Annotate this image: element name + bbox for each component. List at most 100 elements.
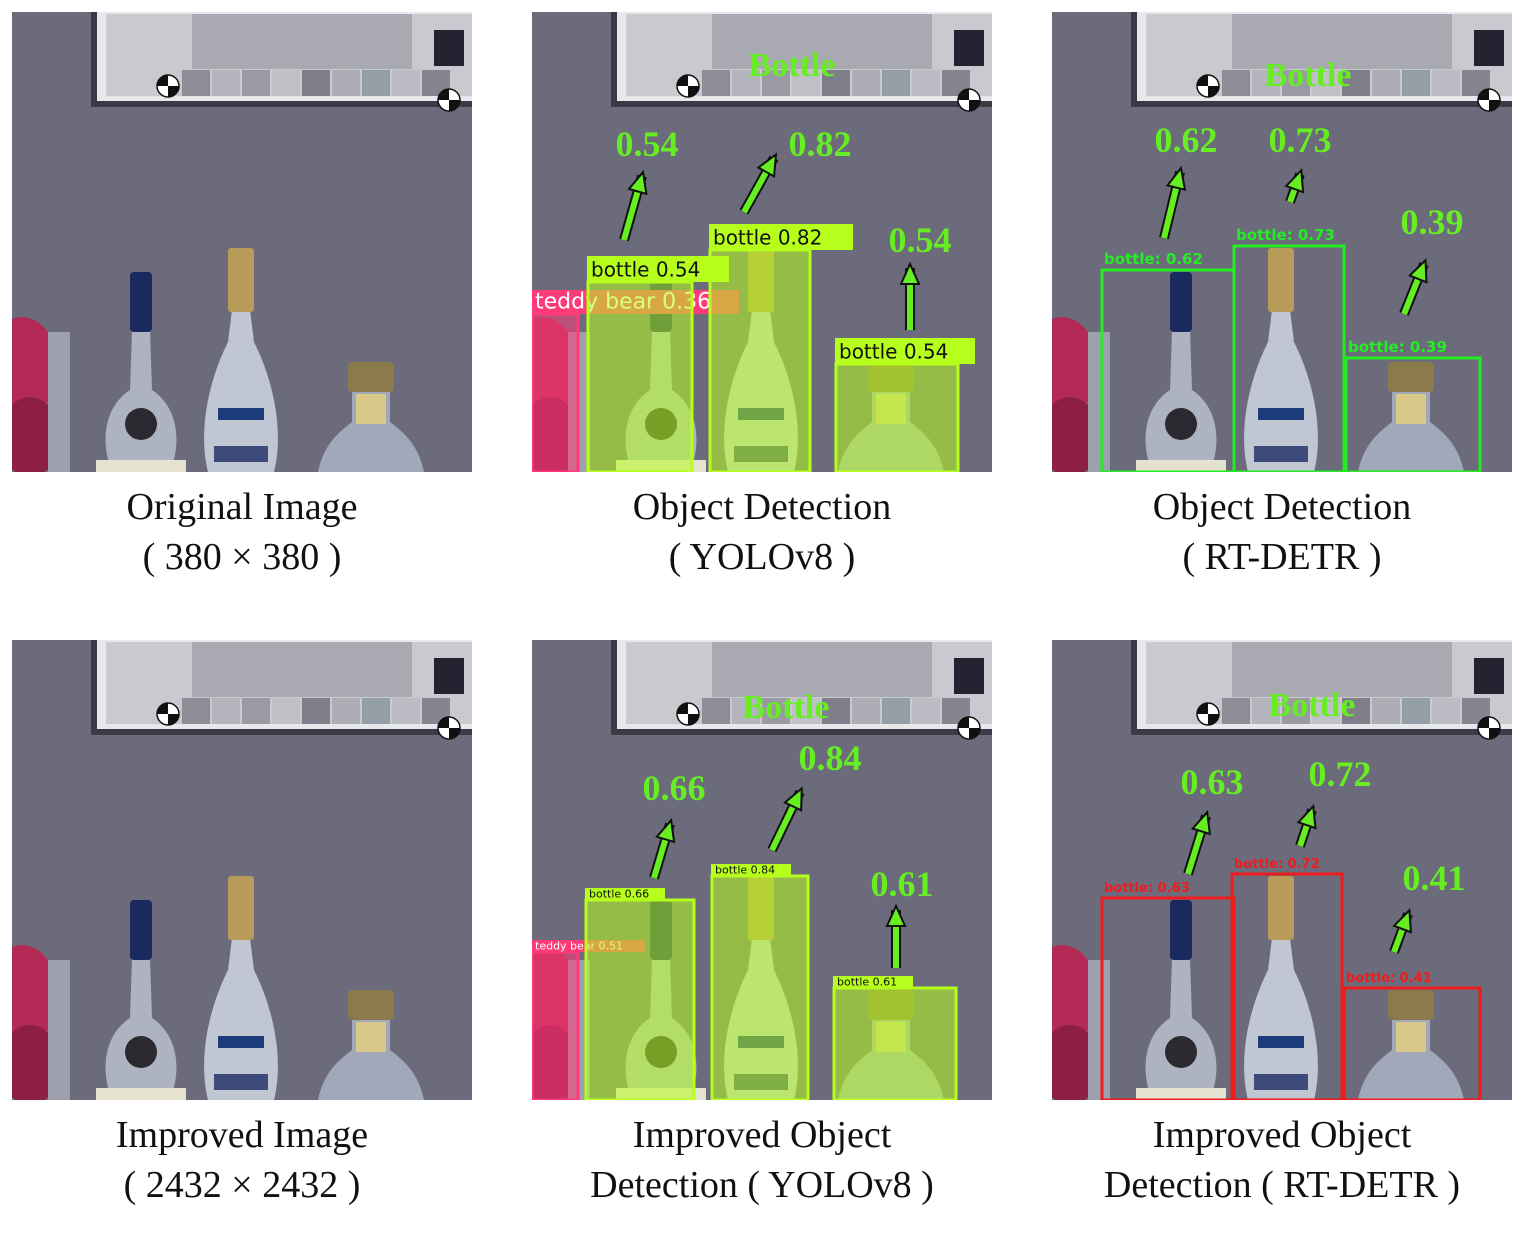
bottle-gold-cap [204,248,278,472]
flower [1052,945,1110,1100]
caption-line: Detection ( YOLOv8 ) [590,1164,934,1206]
wall-picture [1131,12,1512,112]
bottle-ornate-cap [1358,362,1464,472]
score-value: 0.61 [871,864,934,904]
score-value: 0.66 [643,768,706,808]
caption-rtdetr-detection: Object Detection ( RT-DETR ) [1042,482,1522,582]
detection-box: bottle 0.84 [710,863,810,1100]
score-arrow [767,786,805,853]
wall-picture [611,12,992,112]
caption-line: ( YOLOv8 ) [668,536,856,578]
score-arrow [649,817,676,880]
score-arrow [1159,165,1187,240]
wall-picture [611,640,992,740]
score-arrow [739,152,779,215]
detection-label: bottle: 0.41 [1346,971,1432,986]
detection-label: bottle: 0.72 [1234,857,1320,872]
detection-label: bottle 0.82 [713,225,822,249]
score-arrow [885,903,907,968]
detection-label: bottle 0.61 [837,975,897,988]
caption-line: Improved Object [1152,1114,1412,1156]
heading-label: Bottle [749,47,836,84]
score-arrow [1389,907,1413,954]
scene-original [12,12,472,472]
detection-label: bottle: 0.73 [1236,226,1335,244]
bottle-navy-cap [96,900,186,1100]
bottle-navy-cap [1136,900,1226,1100]
detection-box: bottle: 0.73 [1232,226,1346,472]
detection-box: bottle 0.61 [832,975,958,1100]
caption-improved-yolov8-detection: Improved Object Detection ( YOLOv8 ) [522,1110,1002,1210]
score-value: 0.63 [1181,762,1244,802]
detection-label: bottle 0.54 [839,339,948,363]
caption-line: Improved Image [115,1114,369,1156]
score-arrow [1295,803,1317,848]
detection-box: bottle: 0.41 [1342,971,1482,1100]
detection-label: bottle 0.84 [715,863,775,876]
flower [12,945,70,1100]
detection-label: bottle: 0.63 [1104,881,1190,896]
score-value: 0.41 [1403,858,1466,898]
bottle-ornate-cap [1358,990,1464,1100]
detection-label: bottle 0.66 [589,887,649,900]
score-value: 0.72 [1309,754,1372,794]
heading-label: Bottle [1265,57,1352,94]
panel-improved-image [12,640,472,1100]
caption-original-image: Original Image ( 380 × 380 ) [2,482,482,582]
caption-line: ( 380 × 380 ) [142,536,342,578]
score-value: 0.62 [1155,120,1218,160]
flower [12,317,70,472]
heading-label: Bottle [743,689,830,726]
score-value: 0.54 [889,220,952,260]
bottle-gold-cap [1244,876,1318,1100]
score-value: 0.39 [1401,202,1464,242]
score-value: 0.54 [616,124,679,164]
score-arrow [899,261,921,330]
wall-picture [1131,640,1512,740]
scene-improved [12,640,472,1100]
score-value: 0.84 [799,738,862,778]
caption-line: Original Image [126,486,358,528]
detection-box: bottle 0.54 [586,256,729,472]
bottle-ornate-cap [318,362,424,472]
bottle-ornate-cap [318,990,424,1100]
scene-improved-rtdetr: bottle: 0.63 bottle: 0.72 bottle: 0.41 Bott… [1052,640,1512,1100]
panel-improved-rtdetr-detection: bottle: 0.63 bottle: 0.72 bottle: 0.41 Bott… [1052,640,1512,1100]
detection-box: bottle: 0.39 [1344,338,1482,472]
caption-line: Detection ( RT-DETR ) [1103,1164,1461,1206]
detection-box: bottle: 0.63 [1100,881,1236,1100]
score-arrow [619,169,648,242]
detection-label: bottle: 0.39 [1348,338,1447,356]
heading-label: Bottle [1269,687,1356,724]
panel-original-image [12,12,472,472]
detection-label: bottle 0.54 [591,257,700,281]
score-arrow [1284,167,1305,204]
wall-picture [91,640,472,740]
caption-improved-image: Improved Image ( 2432 × 2432 ) [2,1110,482,1210]
bottle-gold-cap [204,876,278,1100]
bottle-navy-cap [96,272,186,472]
score-arrow [1183,809,1212,876]
caption-line: Object Detection [1152,486,1412,528]
caption-improved-rtdetr-detection: Improved Object Detection ( RT-DETR ) [1042,1110,1522,1210]
wall-picture [91,12,472,112]
bottle-gold-cap [1244,248,1318,472]
detection-box: bottle: 0.72 [1230,857,1344,1100]
bottle-navy-cap [1136,272,1226,472]
detection-box: bottle 0.54 [834,338,975,472]
detection-box: bottle 0.66 [584,887,696,1100]
caption-line: Improved Object [632,1114,892,1156]
detection-box: bottle 0.82 [708,224,853,472]
score-arrow [1399,258,1429,316]
caption-yolov8-detection: Object Detection ( YOLOv8 ) [522,482,1002,582]
caption-line: ( 2432 × 2432 ) [123,1164,361,1206]
score-value: 0.82 [789,124,852,164]
caption-line: Object Detection [632,486,892,528]
caption-line: ( RT-DETR ) [1182,536,1382,578]
